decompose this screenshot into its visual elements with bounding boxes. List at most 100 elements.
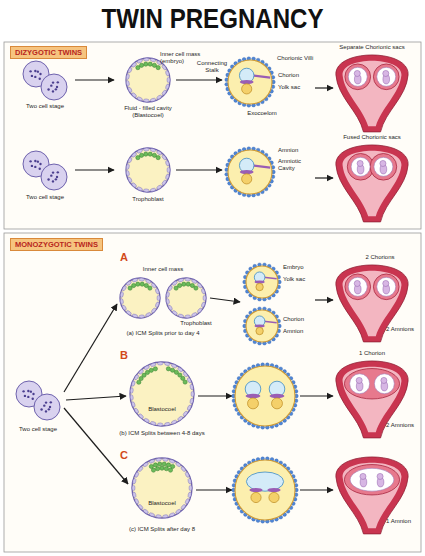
chromatin-dot bbox=[43, 404, 45, 406]
trophoblast-cell bbox=[165, 84, 170, 90]
chorion bbox=[347, 154, 374, 181]
chromatin-dot bbox=[48, 408, 50, 410]
uterine-cavity bbox=[343, 151, 402, 217]
stage-arrow bbox=[64, 408, 128, 484]
part-label: 2 Amnions bbox=[386, 326, 422, 333]
trophoblast-cell bbox=[166, 292, 170, 298]
fetus-head bbox=[383, 280, 389, 286]
chromatin-dot bbox=[32, 397, 34, 399]
chromatin-dot bbox=[55, 88, 57, 90]
embryonic-disc bbox=[270, 394, 285, 398]
fetus-head bbox=[356, 377, 362, 383]
blastocoel-cavity bbox=[166, 278, 206, 318]
blastocoel-cavity bbox=[126, 58, 170, 102]
part-label: Blastocoel bbox=[137, 406, 187, 413]
inner-cell-mass-cell bbox=[148, 152, 152, 156]
trophoblast-cell bbox=[161, 64, 167, 70]
fetus-head bbox=[357, 160, 363, 166]
chromatin-dot bbox=[47, 88, 49, 90]
stage-arrow bbox=[315, 87, 333, 88]
chorionic-sac bbox=[232, 457, 299, 523]
trophoblast-cell bbox=[156, 458, 162, 462]
trophoblast-cell bbox=[132, 314, 138, 318]
trophoblast-cell bbox=[132, 278, 138, 282]
trophoblast-cell bbox=[139, 278, 145, 282]
inner-cell-mass-cell bbox=[183, 380, 187, 384]
trophoblast-cell bbox=[126, 170, 130, 176]
trophoblast-cell bbox=[187, 405, 192, 411]
fetus-head bbox=[360, 473, 366, 479]
blastocoel-cavity bbox=[120, 278, 160, 318]
trophoblast-cell bbox=[132, 492, 136, 498]
two-cell-stage bbox=[23, 61, 67, 100]
part-label: Fused Chorionic sacs bbox=[330, 134, 414, 141]
chromatin-dot bbox=[39, 77, 41, 79]
trophoblast-cell bbox=[137, 59, 143, 64]
connecting-stalk bbox=[264, 277, 277, 279]
inner-cell-mass-cell bbox=[128, 286, 132, 290]
part-label: Two cell stage bbox=[20, 194, 70, 201]
part-label: Two cell stage bbox=[20, 103, 70, 110]
trophoblast-cell bbox=[178, 278, 184, 282]
trophoblast-cell bbox=[131, 92, 137, 98]
chromatin-dot bbox=[31, 75, 33, 77]
inner-cell-mass-cell bbox=[178, 283, 182, 287]
chromatin-dot bbox=[31, 165, 33, 167]
chromatin-dot bbox=[50, 84, 52, 86]
chromatin-dot bbox=[57, 171, 59, 173]
trophoblast-cell bbox=[180, 466, 186, 472]
trophoblast-cell bbox=[185, 498, 190, 504]
chromatin-dot bbox=[30, 390, 32, 392]
chorion bbox=[228, 150, 272, 194]
part-label: 1 Chorion bbox=[352, 350, 392, 357]
trophoblast-cell bbox=[134, 374, 140, 380]
trophoblast-cell bbox=[165, 160, 170, 166]
part-label: Yolk sac bbox=[278, 84, 312, 91]
uterine-wall bbox=[336, 55, 408, 132]
inner-cell-mass-cell bbox=[181, 376, 185, 380]
trophoblast-cell bbox=[127, 157, 132, 163]
trophoblast-cell bbox=[122, 305, 127, 311]
trophoblast-cell bbox=[157, 295, 160, 301]
chromatin-dot bbox=[39, 73, 41, 75]
inner-cell-mass-cell bbox=[136, 156, 140, 160]
trophoblast-cell bbox=[189, 485, 192, 491]
part-label: Blastocoel bbox=[137, 500, 187, 507]
trophoblast-cell bbox=[144, 418, 150, 423]
trophoblast-cell bbox=[134, 472, 139, 478]
trophoblast-cell bbox=[180, 504, 186, 510]
illustration-layer bbox=[16, 55, 408, 534]
two-cell-stage bbox=[16, 381, 60, 420]
panel-letter: A bbox=[118, 252, 130, 263]
blastocyst bbox=[166, 278, 206, 318]
yolk-sac bbox=[256, 283, 263, 290]
amnion bbox=[348, 67, 367, 86]
chromatin-dot bbox=[27, 396, 29, 398]
blastocyst bbox=[132, 458, 192, 518]
amnion bbox=[374, 157, 393, 176]
trophoblast-cell bbox=[143, 189, 149, 192]
trophoblast-cell bbox=[149, 512, 155, 517]
inner-cell-mass-cell bbox=[144, 62, 148, 66]
inner-cell-mass-cell bbox=[144, 283, 148, 287]
trophoblast-cell bbox=[167, 167, 170, 173]
chromatin-dot bbox=[49, 406, 51, 408]
trophoblast-cell bbox=[150, 148, 156, 152]
inner-cell-mass-cell bbox=[136, 66, 140, 70]
section-heading: DIZYGOTIC TWINS bbox=[10, 46, 87, 59]
trophoblast-cell bbox=[156, 514, 162, 518]
blastocyst bbox=[126, 58, 170, 102]
trophoblast-cell bbox=[150, 363, 156, 367]
trophoblast-cell bbox=[143, 148, 149, 151]
inner-cell-mass-cell bbox=[148, 62, 152, 66]
chromatin-dot bbox=[50, 401, 52, 403]
chorionic-sac bbox=[232, 363, 299, 429]
trophoblast-cell bbox=[185, 315, 191, 319]
inner-cell-mass-cell bbox=[164, 467, 168, 471]
dizygotic-panel bbox=[4, 42, 421, 229]
trophoblast-cell bbox=[197, 307, 203, 313]
trophoblast-cell bbox=[143, 462, 149, 468]
part-label: 2 Amnions bbox=[386, 422, 422, 429]
blastomere bbox=[41, 164, 67, 190]
